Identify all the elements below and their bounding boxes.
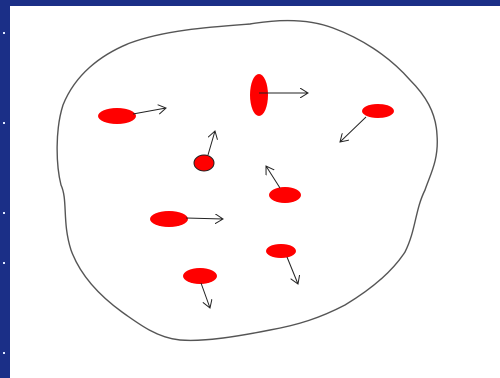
particle [150, 211, 223, 227]
particle [250, 74, 308, 116]
red-ellipse-icon [269, 187, 301, 203]
particle [98, 108, 166, 124]
red-ellipse-icon [362, 104, 394, 118]
screen-edge [0, 0, 10, 378]
dot-icon [3, 122, 5, 124]
arrow-icon [266, 166, 280, 188]
drawing-svg [10, 6, 500, 378]
arrow-icon [208, 131, 215, 155]
dot-icon [3, 262, 5, 264]
red-ellipse-icon [194, 155, 214, 171]
particle [340, 104, 394, 142]
dot-icon [3, 352, 5, 354]
red-ellipse-icon [183, 268, 217, 284]
arrow-icon [201, 283, 210, 308]
drawing-canvas [10, 6, 500, 378]
particle [266, 244, 298, 284]
particle [194, 131, 215, 171]
particle [183, 268, 217, 308]
red-ellipse-icon [150, 211, 188, 227]
arrow-icon [287, 257, 298, 284]
arrow-icon [133, 108, 166, 114]
arrow-icon [340, 117, 366, 142]
container-outline [57, 21, 437, 341]
arrow-icon [186, 218, 223, 219]
red-ellipse-icon [250, 74, 268, 116]
dot-icon [3, 212, 5, 214]
red-ellipse-icon [266, 244, 296, 258]
particle [266, 166, 301, 203]
red-ellipse-icon [98, 108, 136, 124]
dot-icon [3, 32, 5, 34]
